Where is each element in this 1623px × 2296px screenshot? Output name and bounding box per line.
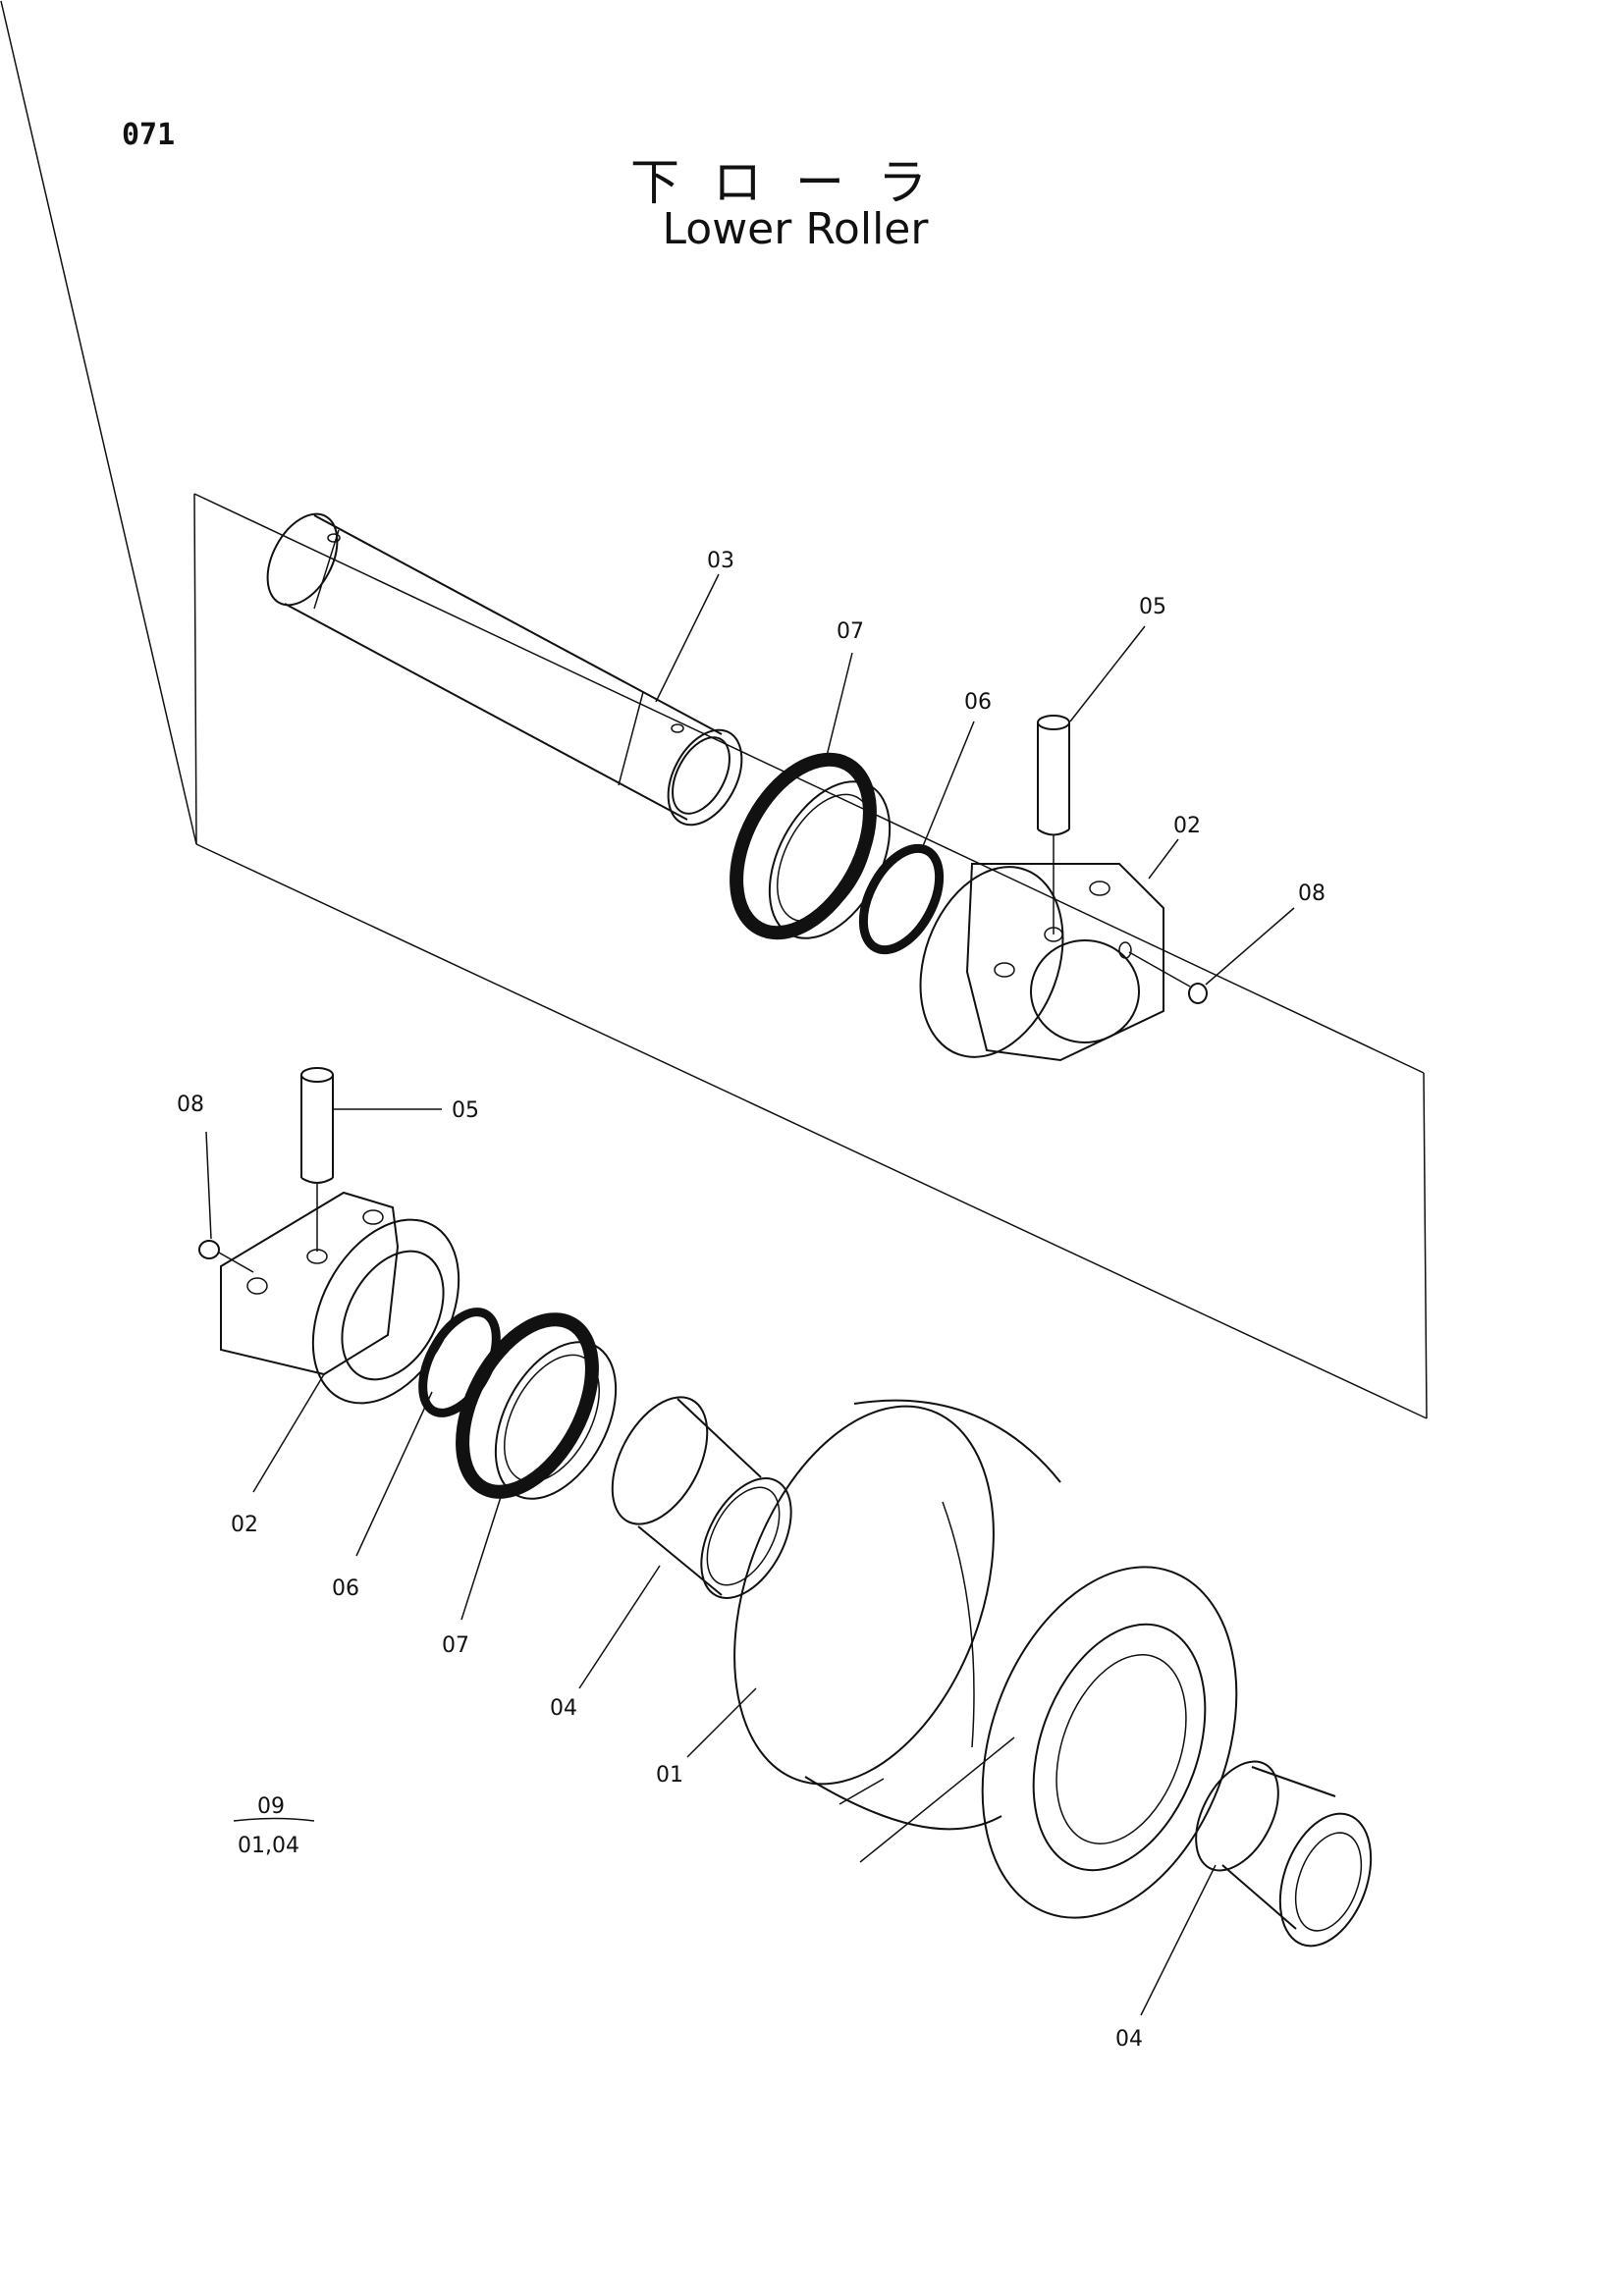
page-number: 071: [122, 118, 176, 152]
collar-02-left: [220, 1191, 460, 1405]
label-02-left: 02: [231, 1513, 258, 1537]
label-07-top: 07: [837, 619, 864, 644]
label-08-top: 08: [1298, 881, 1325, 906]
label-07-left: 07: [442, 1633, 469, 1658]
title-japanese: 下ローラ: [630, 154, 960, 211]
kit-note-numerator: 09: [257, 1794, 285, 1819]
title-english: Lower Roller: [662, 204, 929, 254]
label-06-left: 06: [332, 1576, 359, 1601]
label-04-mid: 04: [550, 1696, 577, 1721]
collar-02-top: [919, 834, 1164, 1062]
assembly-frame: [0, 0, 1428, 1419]
kit-note-denominator: 01,04: [238, 1834, 299, 1858]
label-06-top: 06: [964, 690, 992, 715]
plug-08-left: [198, 1240, 254, 1273]
pin-05-left: [300, 1067, 334, 1252]
kit-note: 09 01,04: [233, 1794, 315, 1858]
part-labels: 03 07 06 05 02 08 08 05 02 06 07 04 01 0…: [177, 549, 1325, 2052]
floating-seal-07-top: [730, 752, 892, 940]
pin-05-top: [1037, 715, 1070, 836]
floating-seal-07-left: [456, 1312, 618, 1500]
label-04-right: 04: [1115, 2027, 1143, 2052]
label-03-top: 03: [707, 549, 734, 573]
label-05-left: 05: [452, 1098, 479, 1123]
shaft-03: [266, 512, 743, 827]
o-ring-06-top: [858, 843, 945, 955]
plug-08-top: [1128, 951, 1208, 1004]
label-01: 01: [656, 1763, 683, 1788]
roller-01: [733, 1399, 1238, 1919]
label-05-top: 05: [1139, 595, 1166, 619]
bushing-04-right: [1195, 1760, 1373, 1948]
bushing-04-mid: [611, 1396, 792, 1599]
label-02-top: 02: [1173, 814, 1201, 838]
leader-lines: [205, 573, 1295, 2016]
label-08-left: 08: [177, 1093, 204, 1117]
